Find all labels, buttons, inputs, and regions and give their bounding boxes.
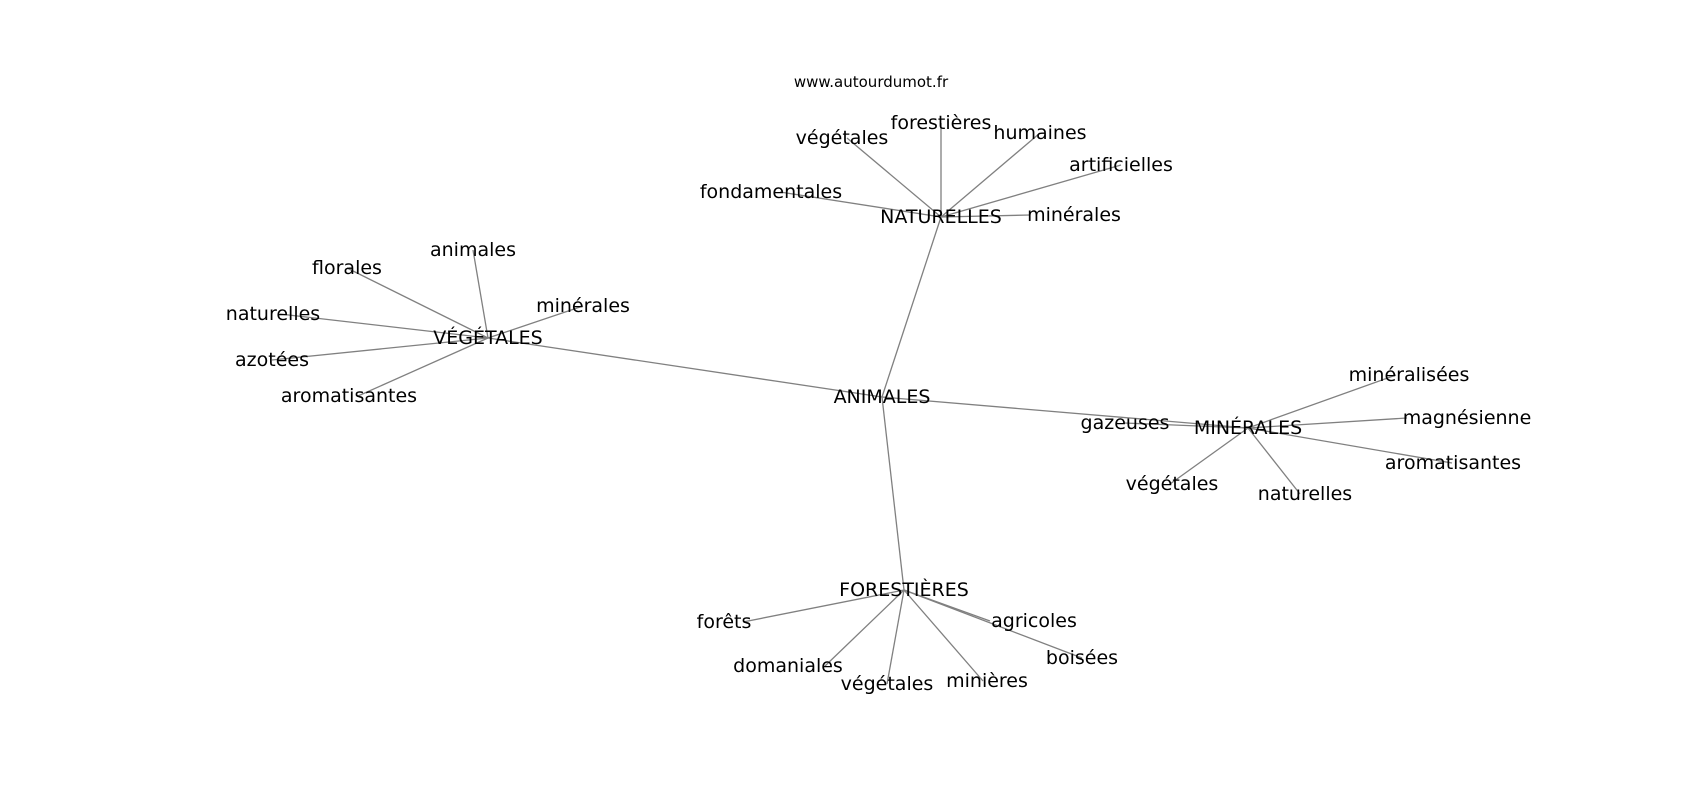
- leaf-node-forestieres-agricoles: agricoles: [991, 610, 1077, 632]
- edge-minerales-vegetales: [1169, 427, 1249, 485]
- hub-node-naturelles: NATURELLES: [880, 206, 1002, 228]
- leaf-node-minerales-vegetales: végétales: [1126, 473, 1219, 495]
- edge-minerales-gazeuses: [1123, 422, 1249, 429]
- watermark-text: www.autourdumot.fr: [794, 73, 949, 91]
- leaf-node-naturelles-artificielles: artificielles: [1069, 154, 1173, 176]
- leaf-node-forestieres-vegetales: végétales: [841, 673, 934, 695]
- edge-root-vegetales: [487, 337, 883, 398]
- edge-forestieres-vegetales: [886, 589, 905, 685]
- edge-vegetales-animales: [472, 249, 489, 339]
- leaf-node-vegetales-minerales: minérales: [536, 295, 630, 317]
- edge-naturelles-fondamentales: [779, 191, 942, 218]
- edge-vegetales-minerales: [487, 305, 584, 339]
- leaf-node-minerales-aromatisantes: aromatisantes: [1385, 452, 1521, 474]
- leaf-node-vegetales-azotees: azotées: [235, 349, 309, 371]
- leaf-node-minerales-naturelles: naturelles: [1258, 483, 1352, 505]
- leaf-node-naturelles-minerales: minérales: [1027, 204, 1121, 226]
- leaf-node-minerales-mineralisees: minéralisées: [1349, 364, 1470, 386]
- leaf-node-forestieres-boisees: boisées: [1046, 647, 1118, 669]
- edge-naturelles-vegetales: [846, 137, 942, 218]
- edge-minerales-aromatisantes: [1247, 427, 1453, 464]
- leaf-node-vegetales-florales: florales: [312, 257, 382, 279]
- leaf-node-forestieres-forets: forêts: [697, 611, 752, 633]
- edge-vegetales-aromatisantes: [357, 337, 489, 397]
- edge-forestieres-boisees: [903, 589, 1083, 659]
- edge-vegetales-azotees: [271, 337, 489, 361]
- edge-forestieres-minieres: [903, 589, 984, 682]
- edge-vegetales-naturelles: [279, 313, 489, 339]
- nodes-layer: ANIMALES NATURELLES fondamentales végétales…: [226, 112, 1532, 695]
- leaf-node-forestieres-domaniales: domaniales: [733, 655, 843, 677]
- edge-root-forestieres: [881, 396, 905, 591]
- leaf-node-naturelles-fondamentales: fondamentales: [700, 181, 842, 203]
- edge-forestieres-forets: [742, 589, 905, 623]
- edge-naturelles-humaines: [940, 132, 1041, 218]
- edge-vegetales-florales: [346, 267, 489, 339]
- edge-minerales-naturelles: [1247, 427, 1301, 495]
- leaf-node-forestieres-minieres: minières: [946, 670, 1028, 692]
- leaf-node-vegetales-naturelles: naturelles: [226, 303, 320, 325]
- edge-naturelles-minerales: [940, 214, 1031, 218]
- hub-node-vegetales: VÉGÉTALES: [433, 326, 543, 349]
- edge-naturelles-artificielles: [940, 164, 1122, 218]
- root-node-animales: ANIMALES: [834, 386, 931, 408]
- edges-layer: [271, 123, 1453, 685]
- leaf-node-vegetales-aromatisantes: aromatisantes: [281, 385, 417, 407]
- leaf-node-minerales-gazeuses: gazeuses: [1081, 412, 1170, 434]
- edge-forestieres-domaniales: [824, 589, 905, 667]
- edge-root-naturelles: [881, 216, 942, 398]
- leaf-node-naturelles-vegetales: végétales: [796, 127, 889, 149]
- edge-minerales-magnesienne: [1247, 417, 1408, 429]
- edge-minerales-mineralisees: [1247, 374, 1397, 429]
- hub-node-forestieres: FORESTIÈRES: [839, 578, 969, 601]
- hub-node-minerales: MINÉRALES: [1194, 416, 1302, 439]
- edge-root-minerales: [881, 396, 1249, 429]
- leaf-node-minerales-magnesienne: magnésienne: [1403, 407, 1532, 429]
- leaf-node-vegetales-animales: animales: [430, 239, 516, 261]
- leaf-node-naturelles-forestieres: forestières: [891, 112, 992, 134]
- leaf-node-naturelles-humaines: humaines: [993, 122, 1086, 144]
